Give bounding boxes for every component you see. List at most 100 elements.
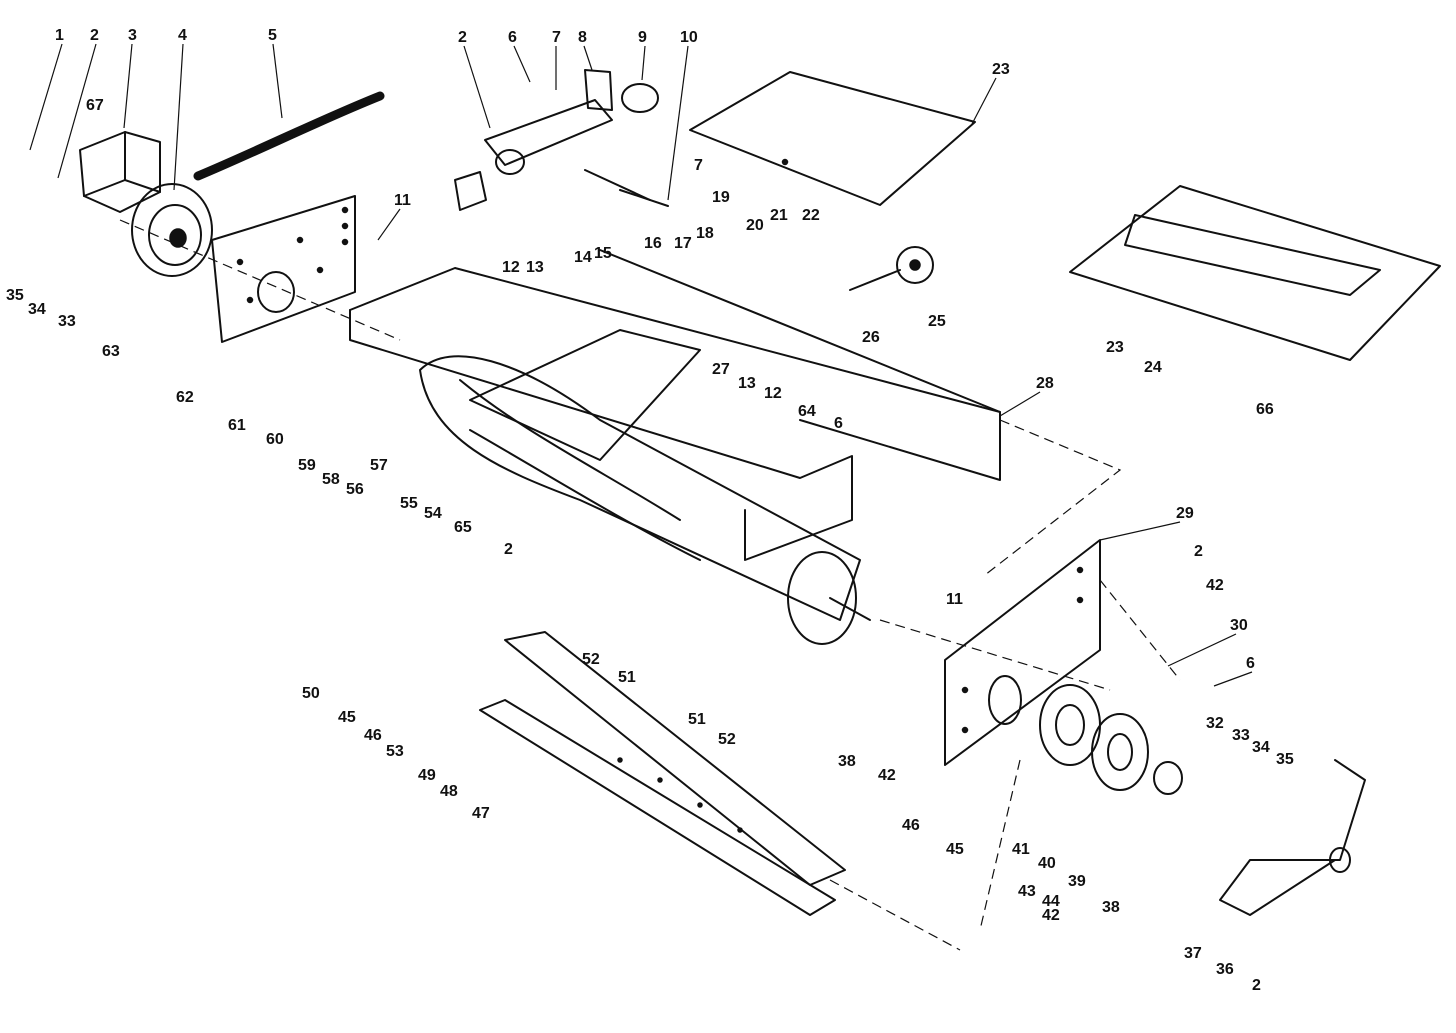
callout-47: 47 — [472, 805, 490, 822]
callout-28: 28 — [1036, 375, 1054, 392]
callout-42-b: 42 — [878, 767, 896, 784]
pulley-guard-part — [79, 131, 161, 213]
callout-58: 58 — [322, 471, 340, 488]
callout-30: 30 — [1230, 617, 1248, 634]
callout-59: 59 — [298, 457, 316, 474]
callout-4: 4 — [178, 27, 187, 44]
callout-53: 53 — [386, 743, 404, 760]
callout-3: 3 — [128, 27, 137, 44]
alignment-lines — [119, 219, 1181, 951]
callout-22: 22 — [802, 207, 820, 224]
callout-1: 1 — [55, 27, 64, 44]
callout-42-c: 42 — [1042, 907, 1060, 924]
callout-44: 44 — [1042, 893, 1060, 910]
callout-33-a: 33 — [58, 313, 76, 330]
callout-5: 5 — [268, 27, 277, 44]
bearing-housing-part — [454, 69, 669, 211]
callout-13-a: 13 — [526, 259, 544, 276]
right-shield-part — [1069, 185, 1441, 361]
callout-12-b: 12 — [764, 385, 782, 402]
callout-17: 17 — [674, 235, 692, 252]
callout-48: 48 — [440, 783, 458, 800]
callout-63: 63 — [102, 343, 120, 360]
callout-36: 36 — [1216, 961, 1234, 978]
callout-66: 66 — [1256, 401, 1274, 418]
callout-21: 21 — [770, 207, 788, 224]
callout-7-a: 7 — [552, 29, 561, 46]
callout-11-b: 11 — [946, 591, 963, 608]
callout-10: 10 — [680, 29, 698, 46]
callout-23-b: 23 — [1106, 339, 1124, 356]
callout-56: 56 — [346, 481, 364, 498]
drive-pulley-part — [131, 183, 213, 277]
callout-40: 40 — [1038, 855, 1056, 872]
callout-49: 49 — [418, 767, 436, 784]
callout-35-b: 35 — [1276, 751, 1294, 768]
callout-8: 8 — [578, 29, 587, 46]
callout-labels: 1 2 3 4 5 2 6 7 8 9 10 23 67 11 7 19 20 … — [6, 27, 1294, 994]
callout-9: 9 — [638, 29, 647, 46]
callout-2-a: 2 — [90, 27, 99, 44]
callout-6-b: 6 — [834, 415, 843, 432]
callout-20: 20 — [746, 217, 764, 234]
callout-54: 54 — [424, 505, 442, 522]
reel-part — [419, 355, 871, 645]
callout-37: 37 — [1184, 945, 1202, 962]
callout-60: 60 — [266, 431, 284, 448]
callout-52-a: 52 — [582, 651, 600, 668]
callout-38-b: 38 — [1102, 899, 1120, 916]
callout-2-b: 2 — [458, 29, 467, 46]
callout-55: 55 — [400, 495, 418, 512]
callout-12-a: 12 — [502, 259, 520, 276]
callout-64: 64 — [798, 403, 816, 420]
right-bearing-parts — [1039, 684, 1183, 795]
callout-51-b: 51 — [688, 711, 706, 728]
callout-46-a: 46 — [364, 727, 382, 744]
left-side-plate-part — [211, 195, 356, 343]
callout-26: 26 — [862, 329, 880, 346]
callout-65: 65 — [454, 519, 472, 536]
callout-13-b: 13 — [738, 375, 756, 392]
callout-14: 14 — [574, 249, 592, 266]
callout-7-b: 7 — [694, 157, 703, 174]
callout-35-a: 35 — [6, 287, 24, 304]
callout-61: 61 — [228, 417, 246, 434]
belt-part — [193, 91, 385, 181]
callout-24: 24 — [1144, 359, 1162, 376]
callout-2-e: 2 — [1252, 977, 1261, 994]
callout-39: 39 — [1068, 873, 1086, 890]
callout-32: 32 — [1206, 715, 1224, 732]
callout-50: 50 — [302, 685, 320, 702]
bedknife-bar-part — [479, 631, 846, 916]
callout-34-a: 34 — [28, 301, 46, 318]
callout-41: 41 — [1012, 841, 1030, 858]
callout-15: 15 — [594, 245, 612, 262]
callout-51-a: 51 — [618, 669, 636, 686]
top-shield-part — [689, 71, 976, 206]
callout-34-b: 34 — [1252, 739, 1270, 756]
callout-27: 27 — [712, 361, 730, 378]
bracket-part — [1219, 759, 1366, 916]
callout-2-c: 2 — [504, 541, 513, 558]
callout-43: 43 — [1018, 883, 1036, 900]
callout-62: 62 — [176, 389, 194, 406]
callout-38-a: 38 — [838, 753, 856, 770]
callout-45-b: 45 — [946, 841, 964, 858]
callout-6-c: 6 — [1246, 655, 1255, 672]
callout-18: 18 — [696, 225, 714, 242]
right-side-plate-part — [944, 539, 1101, 766]
callout-42-a: 42 — [1206, 577, 1224, 594]
callout-29: 29 — [1176, 505, 1194, 522]
callout-57: 57 — [370, 457, 388, 474]
knob-part — [849, 246, 934, 291]
callout-46-b: 46 — [902, 817, 920, 834]
callout-23-a: 23 — [992, 61, 1010, 78]
leader-lines — [29, 43, 1253, 687]
callout-33-b: 33 — [1232, 727, 1250, 744]
callout-45-a: 45 — [338, 709, 356, 726]
callout-67: 67 — [86, 97, 104, 114]
main-frame-part — [349, 249, 1001, 561]
callout-2-d: 2 — [1194, 543, 1203, 560]
callout-11-a: 11 — [394, 192, 411, 209]
